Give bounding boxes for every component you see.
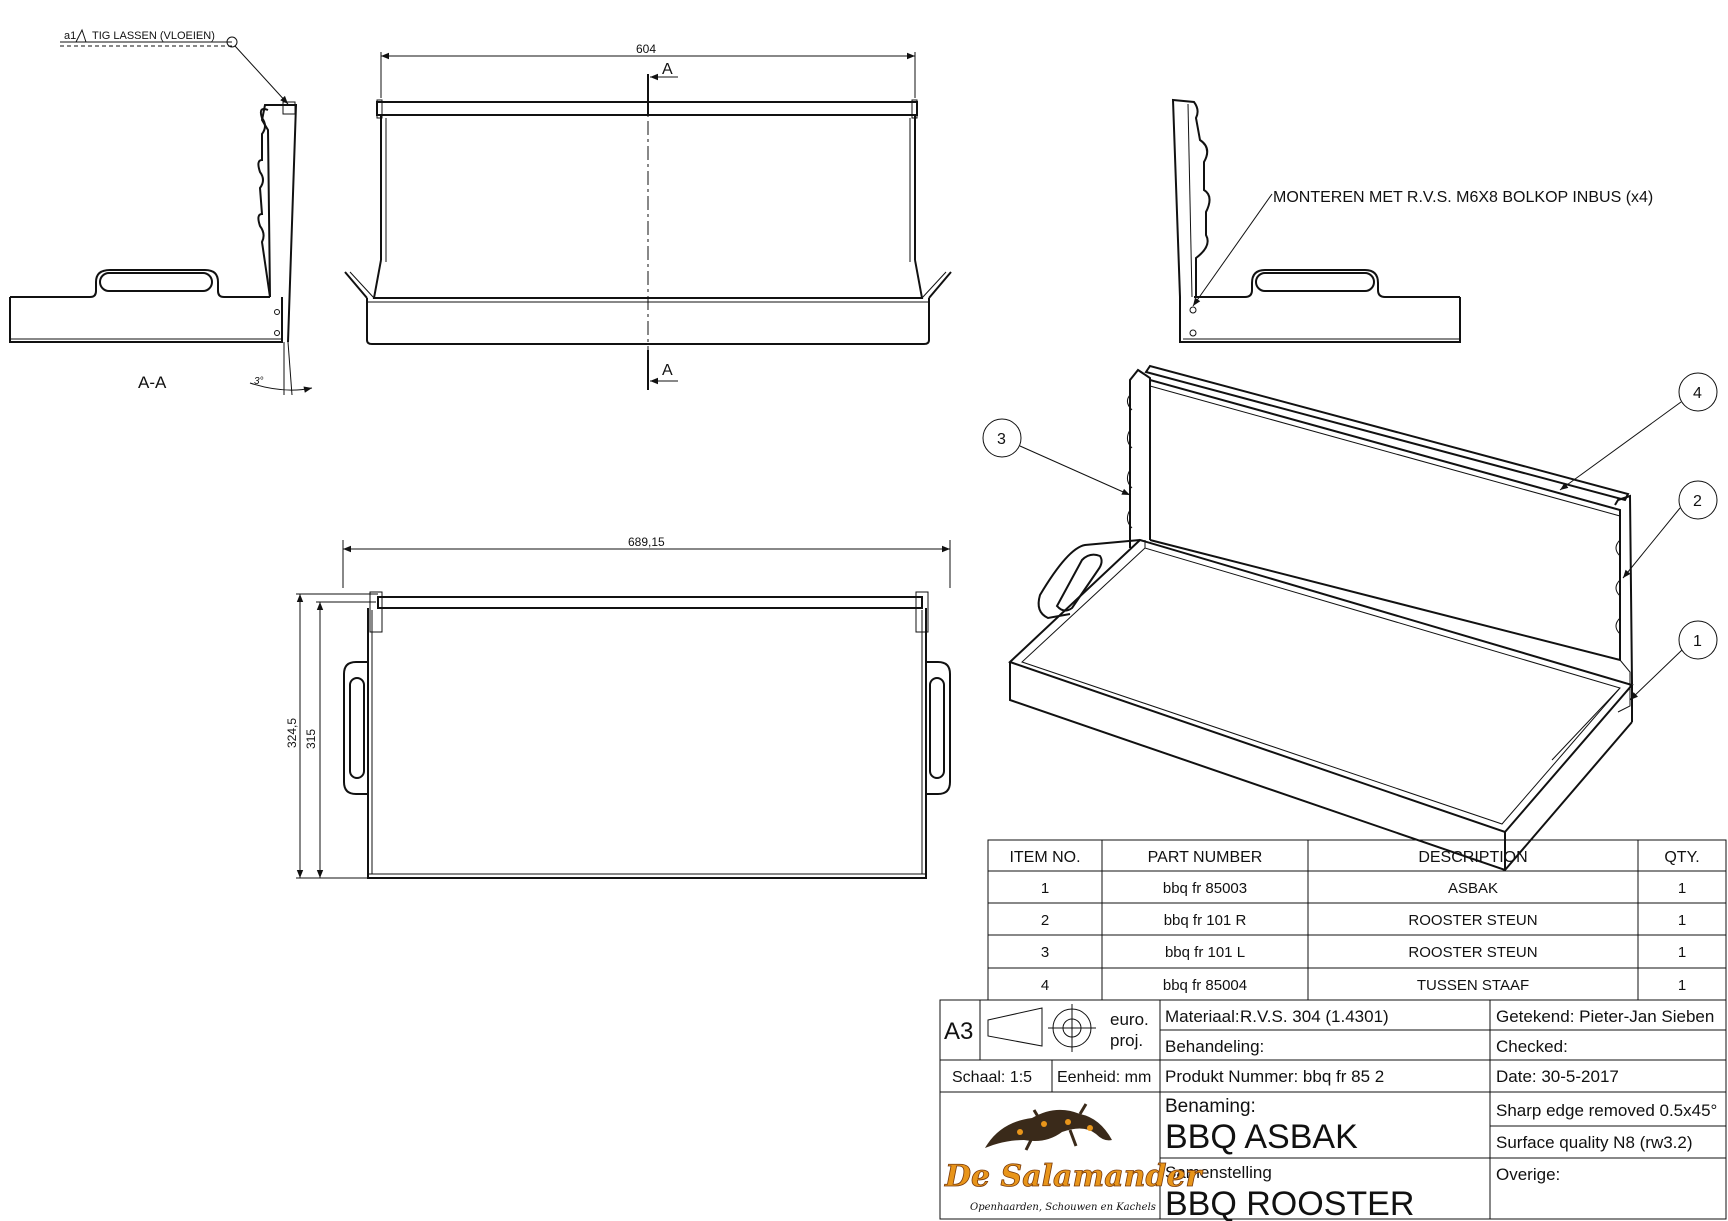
- balloon-3: 3: [997, 431, 1006, 448]
- dim-315: 315: [304, 729, 318, 749]
- sheet-size: A3: [944, 1018, 973, 1045]
- angle-label: 3°: [254, 376, 264, 387]
- bom-row-1-desc: ASBAK: [1448, 880, 1498, 897]
- projection-label-1: euro.: [1110, 1010, 1149, 1029]
- bom-header-qty: QTY.: [1664, 849, 1699, 866]
- bom-row-3-item: 3: [1041, 944, 1049, 961]
- bom-row-1-part: bbq fr 85003: [1163, 880, 1247, 897]
- section-mark-bottom: A: [662, 362, 673, 379]
- materiaal-value: R.V.S. 304 (1.4301): [1240, 1007, 1389, 1026]
- bom-row-2-part: bbq fr 101 R: [1164, 912, 1247, 929]
- bom-row-1-item: 1: [1041, 880, 1049, 897]
- benaming-value: BBQ ASBAK: [1165, 1118, 1358, 1156]
- bom-row-4-qty: 1: [1678, 977, 1686, 994]
- salamander-logo: De Salamander Openhaarden, Schouwen en K…: [944, 1103, 1204, 1213]
- balloon-2: 2: [1693, 493, 1702, 510]
- bom-row-4-part: bbq fr 85004: [1163, 977, 1247, 994]
- behandeling: Behandeling:: [1165, 1037, 1264, 1056]
- logo-tagline: Openhaarden, Schouwen en Kachels: [970, 1202, 1156, 1213]
- bom-row-3-part: bbq fr 101 L: [1165, 944, 1245, 961]
- bom-row-2-item: 2: [1041, 912, 1049, 929]
- bom-table: ITEM NO. PART NUMBER DESCRIPTION QTY. 1 …: [987, 839, 1727, 1001]
- title-block: A3 euro. proj. Schaal: 1:5 Eenheid: mm M…: [939, 999, 1727, 1221]
- weld-callout: a1 TIG LASSEN (VLOEIEN): [60, 28, 289, 105]
- bom-row-1-qty: 1: [1678, 880, 1686, 897]
- bom-row-3-desc: ROOSTER STEUN: [1408, 944, 1537, 961]
- edge-note: Sharp edge removed 0.5x45°: [1496, 1101, 1717, 1120]
- benaming-label: Benaming:: [1165, 1096, 1256, 1117]
- dim-324: 324,5: [285, 718, 299, 748]
- section-view-a-a: 3° A-A: [9, 101, 313, 396]
- section-label: A-A: [138, 373, 167, 392]
- bom-header-part: PART NUMBER: [1148, 849, 1263, 866]
- surface-note: Surface quality N8 (rw3.2): [1496, 1133, 1693, 1152]
- projection-label-2: proj.: [1110, 1031, 1143, 1050]
- balloon-4: 4: [1693, 385, 1702, 402]
- front-view: 604 A A: [344, 42, 952, 390]
- weld-symbol-text: a1: [64, 30, 76, 42]
- getekend: Getekend: Pieter-Jan Sieben: [1496, 1007, 1714, 1026]
- bom-row-3-qty: 1: [1678, 944, 1686, 961]
- bom-row-4-desc: TUSSEN STAAF: [1417, 977, 1529, 994]
- produkt-nummer: Produkt Nummer: bbq fr 85 2: [1165, 1067, 1384, 1086]
- eenheid: Eenheid: mm: [1057, 1069, 1151, 1086]
- date: Date: 30-5-2017: [1496, 1067, 1619, 1086]
- section-mark-top: A: [662, 61, 673, 78]
- weld-note-text: TIG LASSEN (VLOEIEN): [92, 30, 215, 42]
- samenstelling-label: Samenstelling: [1165, 1163, 1272, 1182]
- side-view-right: MONTEREN MET R.V.S. M6X8 BOLKOP INBUS (x…: [1171, 98, 1653, 343]
- bom-row-4-item: 4: [1041, 977, 1049, 994]
- samenstelling-value: BBQ ROOSTER: [1165, 1185, 1414, 1221]
- projection-symbol-icon: [987, 1004, 1096, 1052]
- isometric-view: 3 4 2 1: [982, 364, 1718, 872]
- dim-689: 689,15: [628, 535, 665, 549]
- materiaal-label: Materiaal:: [1165, 1007, 1240, 1026]
- overige: Overige:: [1496, 1165, 1560, 1184]
- logo-name: De Salamander: [944, 1159, 1204, 1194]
- bom-row-2-desc: ROOSTER STEUN: [1408, 912, 1537, 929]
- balloon-1: 1: [1693, 633, 1702, 650]
- bom-row-2-qty: 1: [1678, 912, 1686, 929]
- dim-604: 604: [636, 42, 656, 56]
- checked: Checked:: [1496, 1037, 1568, 1056]
- top-view: 689,15 324,5 315: [285, 535, 951, 879]
- bom-header-desc: DESCRIPTION: [1418, 849, 1527, 866]
- schaal: Schaal: 1:5: [952, 1069, 1032, 1086]
- mount-note: MONTEREN MET R.V.S. M6X8 BOLKOP INBUS (x…: [1273, 189, 1653, 206]
- weld-triangle-icon: [75, 28, 87, 43]
- bom-header-item: ITEM NO.: [1009, 849, 1080, 866]
